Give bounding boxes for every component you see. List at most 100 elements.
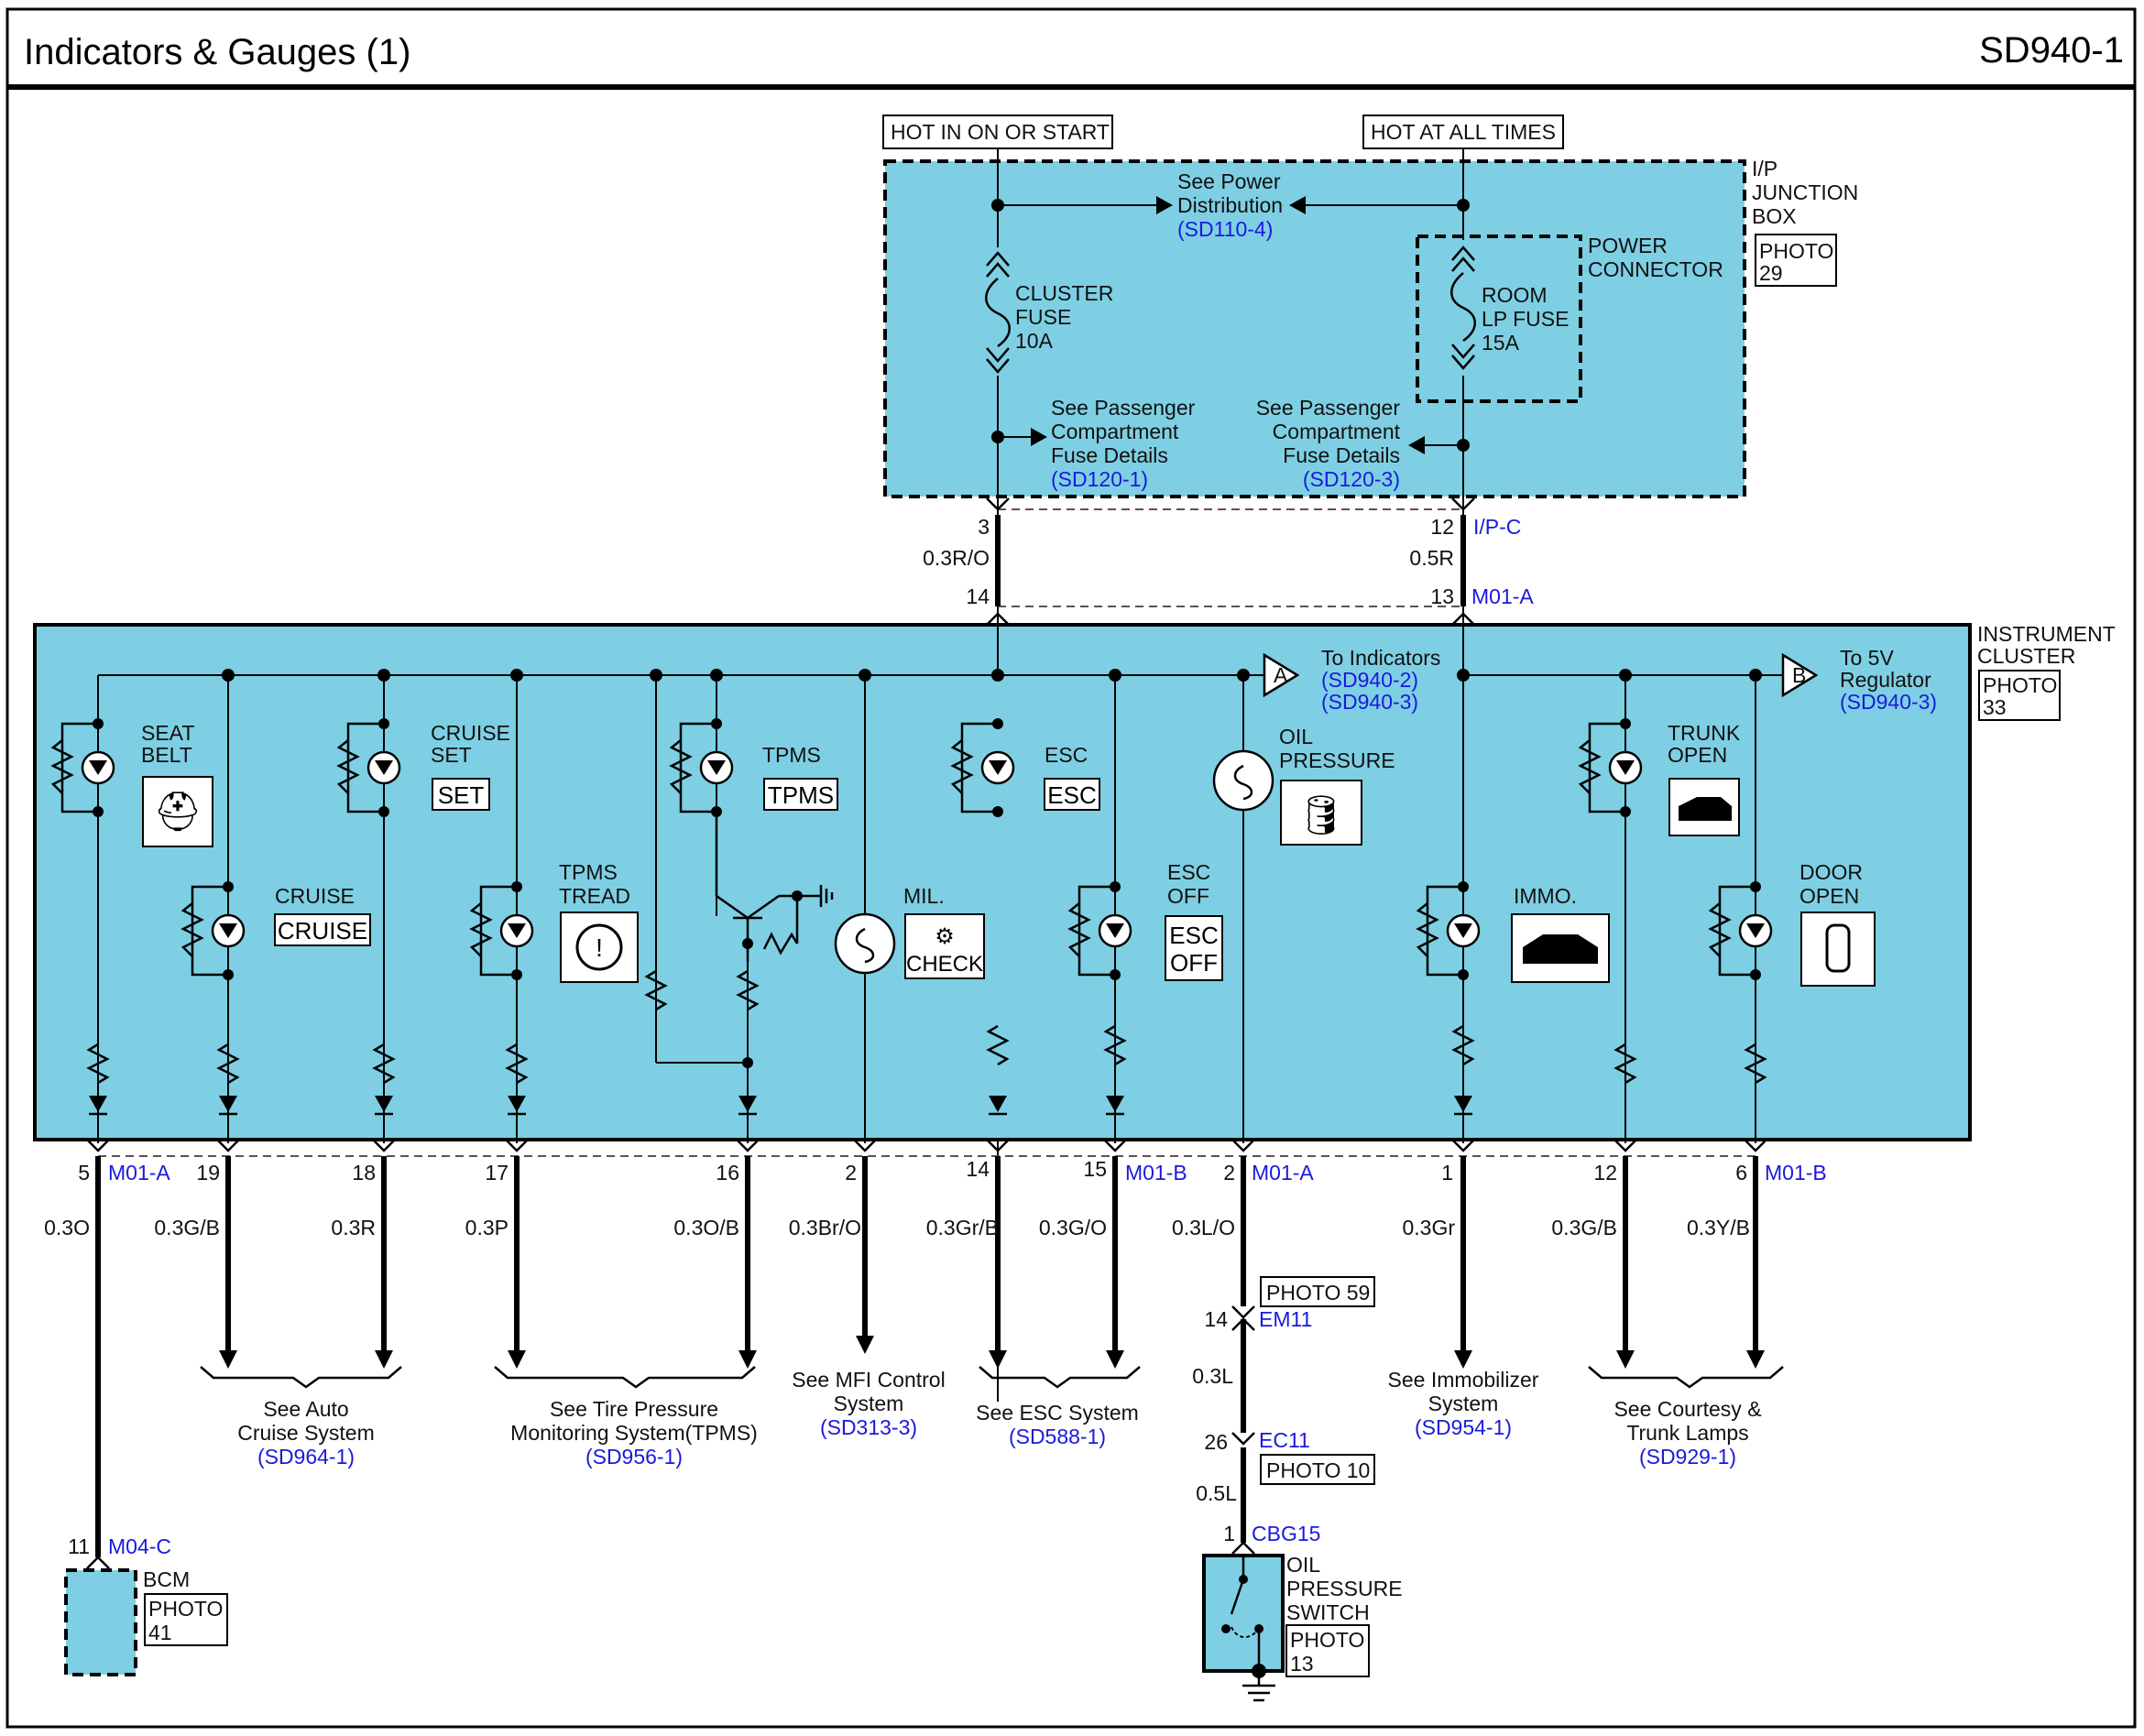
bcm-photo-1: PHOTO bbox=[148, 1597, 223, 1621]
pin-label: 17 bbox=[485, 1161, 509, 1185]
transistor-icon bbox=[644, 812, 834, 1068]
ref-courtesy-2: Trunk Lamps bbox=[1626, 1421, 1748, 1445]
mil-gauge-icon bbox=[834, 912, 896, 975]
reference-braces bbox=[200, 1366, 1784, 1389]
wire-05l: 0.5L bbox=[1196, 1481, 1237, 1505]
esc-off-2: OFF bbox=[1167, 884, 1209, 908]
power-connector-box bbox=[1416, 235, 1582, 403]
ref-courtesy-code: (SD929-1) bbox=[1639, 1445, 1736, 1469]
pin-label: 2 bbox=[1223, 1161, 1235, 1185]
ref-tpms-1: See Tire Pressure bbox=[550, 1397, 718, 1421]
pin-conn: M01-B bbox=[1125, 1161, 1187, 1185]
esc-off-badge-2: OFF bbox=[1170, 949, 1218, 977]
cruise-set-1: CRUISE bbox=[431, 721, 510, 745]
lower-connector-symbols bbox=[86, 1139, 1767, 1152]
cbg15-pin: 1 bbox=[1223, 1522, 1235, 1545]
tire-exclaim-glyph: ! bbox=[596, 934, 603, 962]
cruise-set-2: SET bbox=[431, 743, 472, 767]
wire-label: 0.3Gr/B bbox=[926, 1216, 999, 1239]
tpms-badge-box bbox=[763, 778, 838, 811]
bcm-photo-box bbox=[144, 1593, 228, 1646]
pin-label: 12 bbox=[1593, 1161, 1617, 1185]
ref-auto-cruise-code: (SD964-1) bbox=[257, 1445, 355, 1469]
page-frame bbox=[5, 7, 2137, 1729]
splice-dot bbox=[1457, 199, 1470, 212]
hot-run-box bbox=[882, 115, 1113, 149]
arrow-right-icon bbox=[1031, 428, 1047, 446]
cluster-fuse-3: 10A bbox=[1015, 329, 1054, 353]
pin-conn: M01-B bbox=[1765, 1161, 1827, 1185]
see-pass-right-2: Compartment bbox=[1273, 420, 1401, 443]
tpms-tread-1: TPMS bbox=[559, 860, 618, 884]
jb-name-1: I/P bbox=[1752, 157, 1778, 180]
wire-label: 0.3Gr bbox=[1402, 1216, 1455, 1239]
to-regulator-ref: (SD940-3) bbox=[1840, 690, 1937, 714]
wire-label: 0.3G/B bbox=[1551, 1216, 1617, 1239]
door-open-icon bbox=[1800, 912, 1876, 987]
cbg15-conn: CBG15 bbox=[1252, 1522, 1320, 1545]
connector-m01a-top: M01-A bbox=[1471, 584, 1534, 608]
tpms-label: TPMS bbox=[762, 743, 821, 767]
cruise-set-led-icon bbox=[336, 718, 401, 817]
wire-label: 0.3Y/B bbox=[1687, 1216, 1750, 1239]
lower-wires bbox=[95, 1156, 1758, 1557]
junction-box-label: I/P JUNCTION BOX PHOTO 29 bbox=[1752, 157, 1858, 287]
door-open-led-icon bbox=[1708, 881, 1773, 980]
see-pass-right-ref: (SD120-3) bbox=[1303, 467, 1400, 491]
tpms-tread-led-icon bbox=[469, 881, 534, 980]
pin-label: 18 bbox=[352, 1161, 376, 1185]
esc-badge-box bbox=[1044, 778, 1100, 811]
engine-glyph: ⚙ bbox=[935, 924, 955, 949]
em11-conn: EM11 bbox=[1259, 1307, 1312, 1331]
pin-label: 6 bbox=[1735, 1161, 1747, 1185]
wire-label: 0.3P bbox=[465, 1216, 509, 1239]
to-indicators-ref-2: (SD940-3) bbox=[1321, 690, 1418, 714]
wire-label-03ro: 0.3R/O bbox=[923, 546, 990, 570]
ref-tpms-code: (SD956-1) bbox=[585, 1445, 683, 1469]
switch-name-1: OIL bbox=[1286, 1553, 1320, 1577]
room-fuse-1: ROOM bbox=[1482, 283, 1548, 307]
wire-label-05r: 0.5R bbox=[1409, 546, 1454, 570]
connector-ipc: I/P-C bbox=[1473, 515, 1521, 539]
hot-all-label: HOT AT ALL TIMES bbox=[1371, 120, 1556, 144]
see-pass-left-3: Fuse Details bbox=[1051, 443, 1168, 467]
switch-name-3: SWITCH bbox=[1286, 1600, 1370, 1624]
bus-splices bbox=[222, 669, 1762, 682]
pin-label: 15 bbox=[1083, 1157, 1107, 1181]
ref-courtesy-1: See Courtesy & bbox=[1613, 1397, 1761, 1421]
cruise-led-icon bbox=[180, 881, 246, 980]
esc-off-1: ESC bbox=[1167, 860, 1210, 884]
see-pass-left-1: See Passenger bbox=[1051, 396, 1196, 420]
ref-tpms-2: Monitoring System(TPMS) bbox=[510, 1421, 758, 1445]
pin-12: 12 bbox=[1430, 515, 1454, 539]
wire-label: 0.3G/B bbox=[154, 1216, 220, 1239]
jb-photo-box bbox=[1755, 234, 1837, 287]
jb-photo-1: PHOTO bbox=[1759, 239, 1833, 263]
pin-13-top: 13 bbox=[1430, 584, 1454, 608]
hot-run-label: HOT IN ON OR START bbox=[891, 120, 1110, 144]
esc-label: ESC bbox=[1045, 743, 1088, 767]
cluster-circuits bbox=[97, 675, 1756, 1143]
connector-male-icon bbox=[1451, 612, 1475, 626]
trunk-open-2: OPEN bbox=[1668, 743, 1727, 767]
switch-name-2: PRESSURE bbox=[1286, 1577, 1403, 1600]
power-connector-2: CONNECTOR bbox=[1588, 257, 1723, 281]
bcm-name: BCM bbox=[143, 1567, 190, 1591]
cruise-set-badge-box bbox=[432, 778, 490, 811]
photo10-label: PHOTO 10 bbox=[1266, 1458, 1370, 1482]
trunk-open-led-icon bbox=[1578, 718, 1643, 817]
to-regulator-2: Regulator bbox=[1840, 668, 1931, 692]
seat-belt-2: BELT bbox=[141, 743, 192, 767]
ip-junction-box bbox=[883, 159, 1746, 498]
esc-off-led-icon bbox=[1067, 881, 1132, 980]
ref-esc-1: See ESC System bbox=[976, 1401, 1139, 1425]
connector-a-label: A bbox=[1274, 663, 1288, 687]
ec11-pin: 26 bbox=[1204, 1430, 1228, 1454]
ref-mfi-2: System bbox=[834, 1392, 904, 1415]
connector-male-icon bbox=[1231, 1541, 1255, 1555]
seat-belt-glyph: ⛑ bbox=[153, 790, 202, 833]
oil-pressure-2: PRESSURE bbox=[1279, 748, 1395, 772]
ref-auto-cruise-1: See Auto bbox=[263, 1397, 348, 1421]
